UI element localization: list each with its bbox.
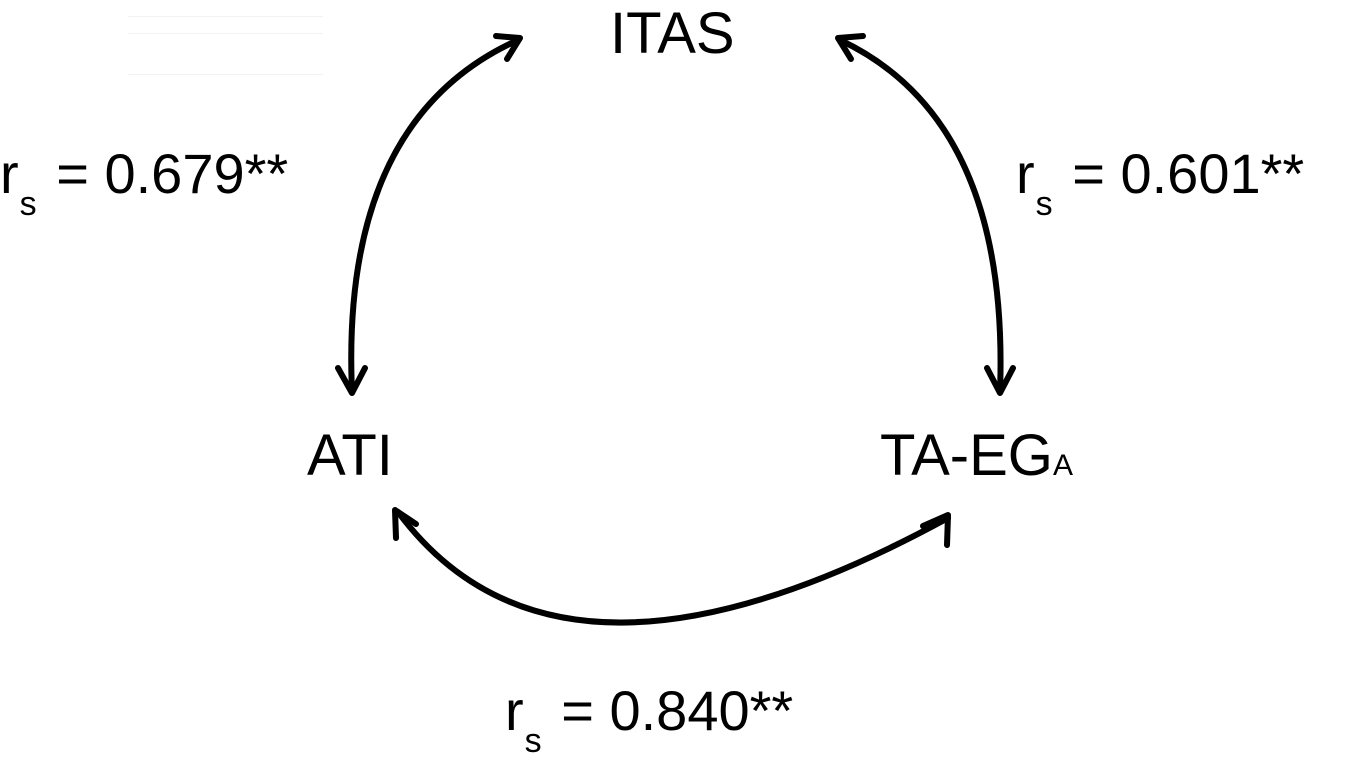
symbol: r (505, 679, 524, 742)
node-ta-ega: TA-EGA (880, 427, 1073, 485)
arrowhead-icon (920, 512, 951, 548)
symbol-subscript: s (524, 722, 542, 760)
correlation-value: = 0.601** (1056, 142, 1305, 205)
symbol-subscript: s (19, 185, 37, 223)
arrowhead-icon (984, 365, 1016, 396)
faint-artifact-line (128, 33, 323, 34)
faint-artifact-line (128, 16, 323, 17)
node-label: ITAS (610, 1, 735, 66)
correlation-label-itas-taega: rs = 0.601** (1016, 146, 1304, 222)
arrowhead-icon (392, 507, 419, 541)
correlation-label-itas-ati: rs = 0.679** (0, 146, 288, 222)
arrowhead-icon (493, 33, 523, 62)
arrowhead-icon (835, 33, 866, 62)
node-itas: ITAS (610, 5, 735, 63)
correlation-value: = 0.840** (545, 679, 794, 742)
correlation-label-ati-taega: rs = 0.840** (505, 683, 793, 759)
arrow-itas-taega (837, 37, 1004, 395)
correlation-value: = 0.679** (40, 142, 289, 205)
arrow-ati-taega (395, 509, 951, 626)
symbol: r (0, 142, 19, 205)
arrow-itas-ati (348, 37, 521, 395)
symbol: r (1016, 142, 1035, 205)
node-label: TA-EG (880, 423, 1053, 488)
faint-artifact-line (128, 74, 323, 75)
node-ati: ATI (307, 427, 393, 485)
node-label: ATI (307, 423, 393, 488)
node-subscript: A (1052, 449, 1073, 482)
arrowhead-icon (335, 365, 368, 396)
symbol-subscript: s (1035, 185, 1053, 223)
